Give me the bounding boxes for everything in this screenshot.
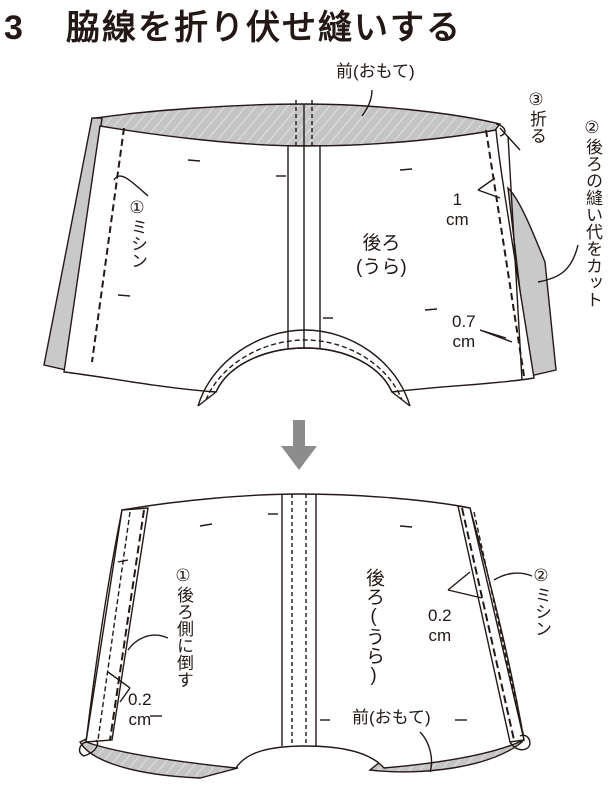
bottom-left-stitch-solid (109, 509, 145, 741)
top-step1-leader (113, 175, 149, 197)
top-measure2-unit: cm (452, 332, 476, 351)
top-measure1-unit: cm (446, 210, 469, 229)
bottom-measure-left-unit: cm (128, 710, 152, 729)
top-front-label: 前(おもて) (336, 62, 415, 81)
bottom-right-stitch-thin (473, 511, 525, 739)
top-crotch-outer (197, 329, 411, 407)
top-step3-label: ③折る (527, 90, 546, 144)
bottom-measure-right-unit: cm (428, 626, 452, 645)
top-measure2: 0.7 cm (452, 312, 476, 352)
bottom-step2-leader (493, 572, 533, 581)
bottom-measure-left-value: 0.2 (128, 690, 152, 709)
top-front-leader (361, 89, 373, 117)
top-right-stitch (485, 129, 525, 377)
bottom-step2-label: ②ミシン (532, 566, 551, 637)
bottom-measure-left: 0.2 cm (128, 690, 152, 730)
top-step3-text: 折る (527, 110, 546, 144)
top-right-fold (495, 123, 523, 381)
step-title: 脇線を折り伏せ縫いする (66, 9, 462, 47)
top-left-stitch (91, 127, 125, 363)
top-step2-leader (537, 244, 579, 283)
bottom-measure-right-value: 0.2 (428, 606, 452, 625)
bottom-measure-right: 0.2 cm (428, 606, 452, 646)
bottom-back-label: 後ろ(うら) (363, 568, 384, 686)
top-measure1-value: 1 (452, 190, 463, 209)
top-step1-label: ①ミシン (128, 198, 147, 269)
bottom-step1-label: ①後ろ側に倒す (174, 566, 193, 688)
top-back-label-line2: (うら) (356, 257, 407, 278)
top-step2-label: ②後ろの縫い代をカット (583, 118, 602, 308)
top-right-seam-strip (507, 186, 557, 377)
top-crotch-mid (205, 339, 403, 401)
bottom-right-fold (457, 505, 525, 743)
top-crotch-inner (215, 347, 393, 393)
bottom-front-label: 前(おもて) (352, 708, 431, 727)
top-step3-num: ③ (527, 90, 546, 110)
top-step3-leader (499, 127, 521, 151)
top-garment (43, 89, 579, 407)
bottom-left-stitch-thin (97, 511, 131, 741)
bottom-back-panel (85, 493, 525, 769)
bottom-measure-right-leader (447, 571, 483, 599)
bottom-right-stitch-solid (461, 507, 515, 741)
top-measure2-leader (479, 329, 513, 343)
top-back-label: 後ろ (うら) (356, 232, 407, 280)
down-arrow (281, 420, 317, 470)
bottom-garment (78, 493, 533, 779)
top-measure2-value: 0.7 (452, 312, 476, 331)
page-title: 3 脇線を折り伏せ縫いする (4, 0, 462, 49)
top-measure1-leader (477, 177, 501, 199)
top-measure1: 1 cm (446, 190, 469, 230)
step-number: 3 (4, 9, 25, 47)
bottom-step1-leader (127, 634, 169, 651)
bottom-front-leader (419, 731, 433, 773)
bottom-measure-left-leader (107, 671, 131, 703)
bottom-left-fold (85, 507, 149, 743)
top-back-label-line1: 後ろ (362, 233, 401, 254)
